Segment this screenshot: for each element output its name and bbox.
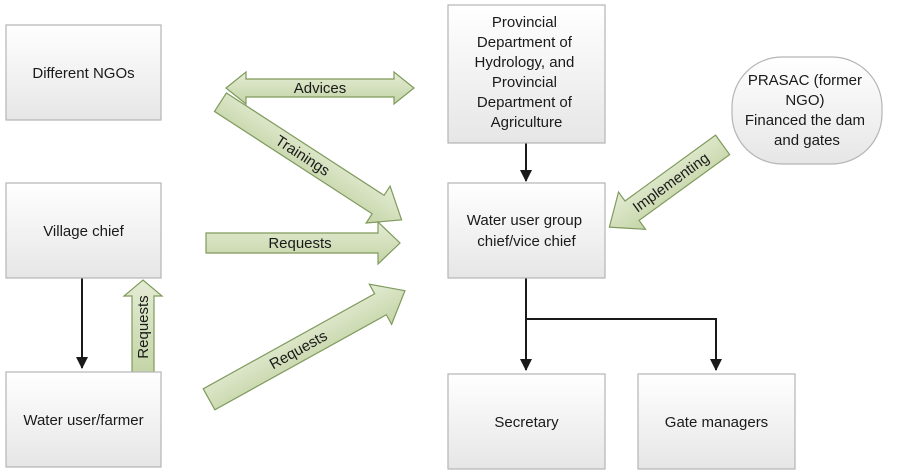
provincial-line-1: Provincial (492, 14, 557, 31)
requests-up-label: Requests (135, 295, 152, 358)
provincial-line-5: Department of (477, 94, 573, 111)
implementing-arrow: Implementing (608, 134, 731, 230)
provincial-line-3: Hydrology, and (475, 54, 575, 71)
svg-text:Water user group chief/v: Water user group chief/vice chief (467, 212, 587, 250)
node-prasac: PRASAC (former NGO) Financed the dam and… (731, 56, 883, 165)
advices-label: Advices (294, 80, 347, 97)
trainings-arrow: Trainings (213, 92, 403, 224)
prasac-line-3: Financed the dam (745, 112, 865, 129)
secretary-label: Secretary (494, 414, 559, 431)
node-secretary: Secretary (447, 373, 606, 470)
wug-chief-line-2: chief/vice chief (477, 233, 576, 250)
svg-text:Village chief: Village chief (43, 223, 124, 240)
svg-text:PRASAC (former NGO): PRASAC (former NGO) Financed the dam and… (745, 72, 869, 149)
node-ngos: Different NGOs (5, 24, 162, 121)
svg-text:Different NGOs: Different NGOs (32, 65, 134, 82)
svg-text:Water user/farmer: Water user/farmer (23, 412, 143, 429)
water-user-label: Water user/farmer (23, 412, 143, 429)
ngos-label: Different NGOs (32, 65, 134, 82)
prasac-line-4: and gates (774, 132, 840, 149)
requests-farmer-arrow: Requests (202, 283, 406, 411)
prasac-line-2: NGO) (785, 92, 824, 109)
provincial-line-2: Department of (477, 34, 573, 51)
advices-arrow: Advices (225, 70, 415, 106)
gate-managers-label: Gate managers (665, 414, 768, 431)
requests-village-label: Requests (268, 235, 331, 252)
node-wug-chief: Water user group chief/vice chief (447, 182, 606, 279)
village-chief-label: Village chief (43, 223, 124, 240)
wug-chief-line-1: Water user group (467, 212, 582, 229)
node-village-chief: Village chief (5, 182, 162, 279)
svg-text:Provincial Department of: Provincial Department of Hydrology, and … (475, 14, 579, 131)
requests-village-arrow: Requests (205, 220, 401, 266)
connector-wug-to-gate-managers (526, 318, 722, 371)
svg-text:Secretary: Secretary (494, 414, 559, 431)
node-water-user: Water user/farmer (5, 371, 162, 468)
provincial-line-6: Agriculture (491, 114, 563, 131)
prasac-line-1: PRASAC (former (748, 72, 862, 89)
provincial-line-4: Provincial (492, 74, 557, 91)
svg-text:Gate managers: Gate managers (665, 414, 768, 431)
requests-up-arrow: Requests (122, 279, 164, 375)
connectors (76, 143, 722, 371)
implementing-label: Implementing (630, 150, 713, 217)
node-provincial: Provincial Department of Hydrology, and … (447, 4, 606, 144)
node-gate-managers: Gate managers (637, 373, 796, 470)
